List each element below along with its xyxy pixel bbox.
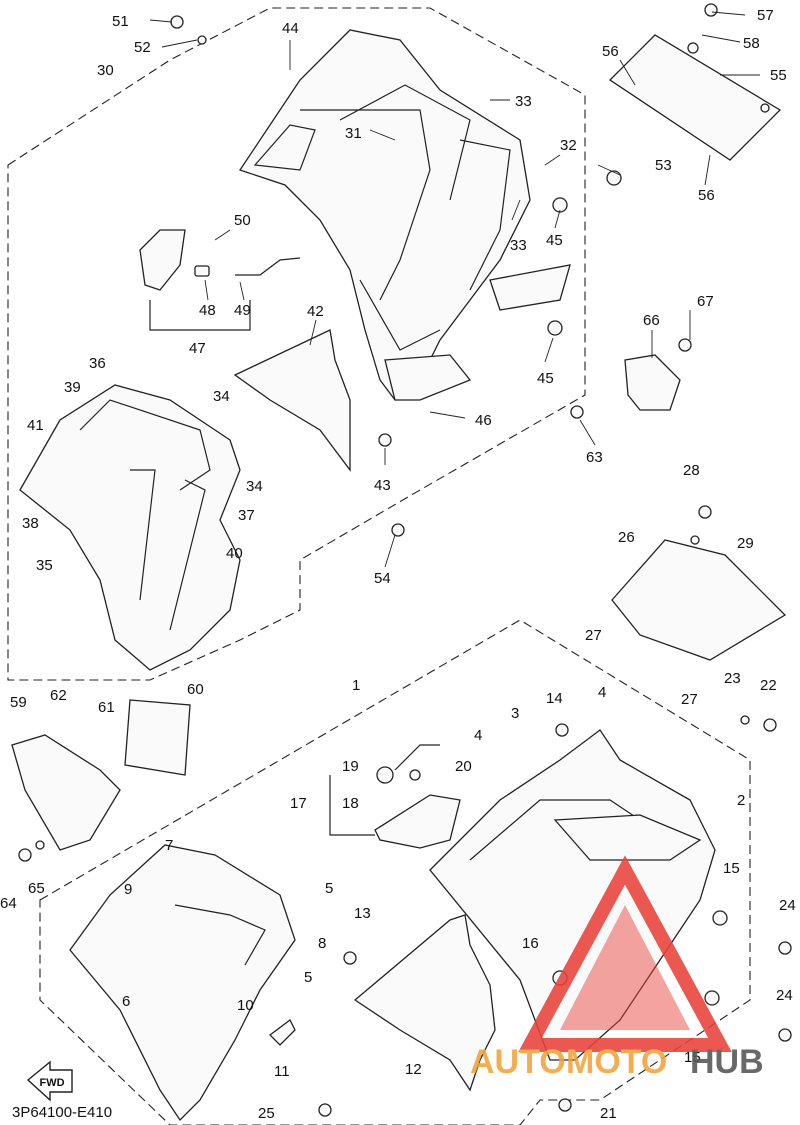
- callout-7: 7: [165, 837, 173, 854]
- callout-11: 11: [274, 1063, 290, 1080]
- upper-fairing-assembly: [238, 29, 571, 401]
- callout-23: 23: [724, 670, 741, 687]
- callout-4: 4: [474, 727, 482, 744]
- callout-15: 15: [684, 1049, 701, 1066]
- callout-14: 14: [546, 690, 563, 707]
- callout-13: 13: [354, 905, 371, 922]
- callout-18: 18: [342, 795, 359, 812]
- callout-31: 31: [345, 125, 362, 142]
- callout-54: 54: [374, 570, 391, 587]
- callout-55: 55: [770, 67, 787, 84]
- reference-code: 3P64100-E410: [12, 1104, 112, 1121]
- callout-16: 16: [522, 935, 539, 952]
- callout-15: 15: [723, 860, 740, 877]
- callout-56: 56: [602, 43, 619, 60]
- callout-45: 45: [546, 232, 563, 249]
- inner-left-panel: [19, 384, 241, 671]
- callout-59: 59: [10, 694, 27, 711]
- callout-34: 34: [246, 478, 263, 495]
- watermark-text-hub: HUB: [690, 1043, 764, 1081]
- callout-12: 12: [405, 1061, 422, 1078]
- callout-51: 51: [112, 13, 129, 30]
- callout-57: 57: [757, 7, 774, 24]
- watermark-logo: AUTO MOTO HUB: [470, 855, 764, 1081]
- side-cover-left: [11, 699, 191, 851]
- callout-63: 63: [586, 449, 603, 466]
- callout-32: 32: [560, 137, 577, 154]
- forward-direction-label: FWD: [39, 1077, 64, 1089]
- callout-21: 21: [600, 1105, 617, 1122]
- forward-arrow-icon: FWD: [26, 1060, 73, 1102]
- callout-30: 30: [97, 62, 114, 79]
- callout-35: 35: [36, 557, 53, 574]
- callout-19: 19: [342, 758, 359, 775]
- callout-40: 40: [226, 545, 243, 562]
- callout-33: 33: [510, 237, 527, 254]
- callout-36: 36: [89, 355, 106, 372]
- callout-20: 20: [455, 758, 472, 775]
- callout-64: 64: [0, 895, 17, 912]
- callout-9: 9: [124, 881, 132, 898]
- callout-41: 41: [27, 417, 44, 434]
- callout-5: 5: [325, 880, 333, 897]
- callout-24: 24: [776, 987, 793, 1004]
- side-bracket: [233, 329, 351, 472]
- callout-1: 1: [352, 677, 360, 694]
- callout-6: 6: [122, 993, 130, 1010]
- callout-33: 33: [515, 93, 532, 110]
- callout-39: 39: [64, 379, 81, 396]
- lower-cowl-panel: [611, 539, 787, 661]
- callout-4: 4: [598, 684, 606, 701]
- callout-29: 29: [737, 535, 754, 552]
- callout-37: 37: [238, 507, 255, 524]
- callout-56: 56: [698, 187, 715, 204]
- callout-47: 47: [189, 340, 206, 357]
- callout-28: 28: [683, 462, 700, 479]
- callout-42: 42: [307, 303, 324, 320]
- callout-24: 24: [779, 897, 796, 914]
- callout-3: 3: [511, 705, 519, 722]
- callout-27: 27: [585, 627, 602, 644]
- callout-27: 27: [681, 691, 698, 708]
- callout-44: 44: [282, 20, 299, 37]
- leader-lines: [149, 11, 760, 568]
- callout-25: 25: [258, 1105, 275, 1122]
- callout-67: 67: [697, 293, 714, 310]
- main-fairing-right: [429, 729, 716, 1061]
- callout-43: 43: [374, 477, 391, 494]
- callout-45: 45: [537, 370, 554, 387]
- callout-52: 52: [134, 39, 151, 56]
- callout-50: 50: [234, 212, 251, 229]
- callout-49: 49: [234, 302, 251, 319]
- callout-5: 5: [304, 969, 312, 986]
- windscreen-panel: [608, 34, 782, 161]
- callout-38: 38: [22, 515, 39, 532]
- turn-signal-assembly: [139, 229, 301, 331]
- callout-22: 22: [760, 677, 777, 694]
- callout-2: 2: [737, 792, 745, 809]
- callout-labels: 1 2 3 4 4 5 5 6 7 8 9 10 11 12 13 14 15 …: [0, 7, 796, 1122]
- inner-panel-right: [353, 914, 496, 1092]
- callout-61: 61: [98, 699, 115, 716]
- callout-8: 8: [318, 935, 326, 952]
- watermark-text-auto: AUTO: [470, 1043, 566, 1081]
- callout-60: 60: [187, 681, 204, 698]
- callout-48: 48: [199, 302, 216, 319]
- group-boundaries: [7, 7, 751, 1125]
- callout-53: 53: [655, 157, 672, 174]
- callout-26: 26: [618, 529, 635, 546]
- callout-66: 66: [643, 312, 660, 329]
- fasteners: [18, 3, 792, 1117]
- watermark-text-moto: MOTO: [566, 1043, 667, 1081]
- callout-65: 65: [28, 880, 45, 897]
- lower-fairing-left: [69, 844, 296, 1122]
- callout-17: 17: [290, 795, 307, 812]
- callout-34: 34: [213, 388, 230, 405]
- headlight-assembly: [329, 744, 461, 849]
- callout-10: 10: [237, 997, 254, 1014]
- callout-62: 62: [50, 687, 67, 704]
- callout-58: 58: [743, 35, 760, 52]
- callout-46: 46: [475, 412, 492, 429]
